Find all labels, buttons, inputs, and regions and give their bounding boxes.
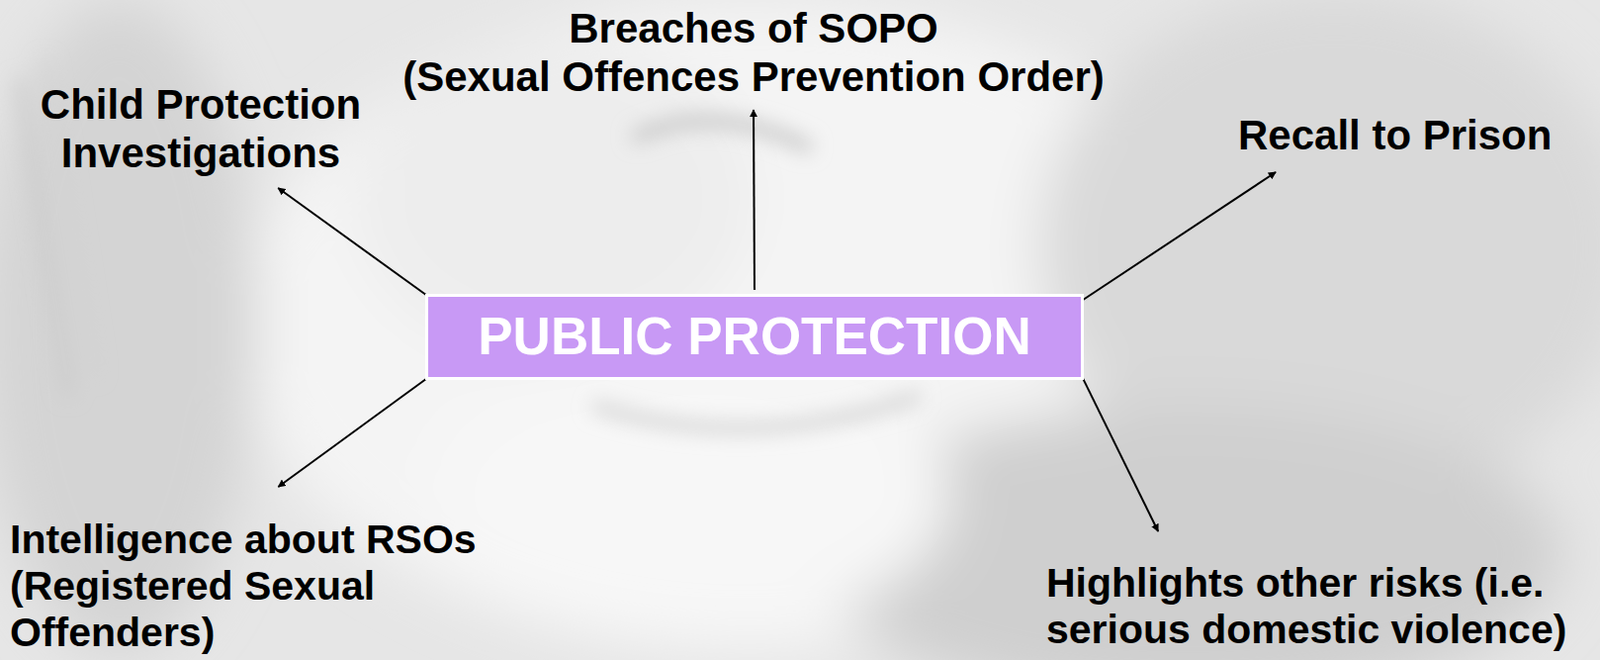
box-title: PUBLIC PROTECTION bbox=[477, 306, 1031, 366]
arrow-connector bbox=[1081, 375, 1158, 532]
label-text: Breaches of SOPO bbox=[402, 3, 1105, 53]
outcome-label: Recall to Prison bbox=[1238, 110, 1552, 160]
outcome-label: Intelligence about RSOs(Registered Sexua… bbox=[9, 516, 517, 656]
outcome-label: Breaches of SOPO(Sexual Offences Prevent… bbox=[402, 3, 1105, 101]
arrow-connector bbox=[277, 377, 428, 487]
label-text: Recall to Prison bbox=[1238, 110, 1552, 160]
label-text: Intelligence about RSOs bbox=[9, 516, 517, 563]
label-text: (Sexual Offences Prevention Order) bbox=[402, 52, 1105, 101]
arrow-connector bbox=[277, 187, 428, 296]
outcome-label: Child Protection Investigations bbox=[32, 80, 369, 178]
arrow-connector bbox=[752, 109, 756, 290]
outcome-label: Highlights other risks (i.e. serious dom… bbox=[1046, 559, 1593, 653]
label-text: Highlights other risks (i.e. serious dom… bbox=[1046, 559, 1593, 653]
label-text: (Registered Sexual Offenders) bbox=[9, 562, 517, 656]
arrow-connector bbox=[1081, 172, 1276, 301]
central-box: PUBLIC PROTECTION bbox=[425, 293, 1083, 380]
label-text: Child Protection Investigations bbox=[32, 80, 369, 178]
